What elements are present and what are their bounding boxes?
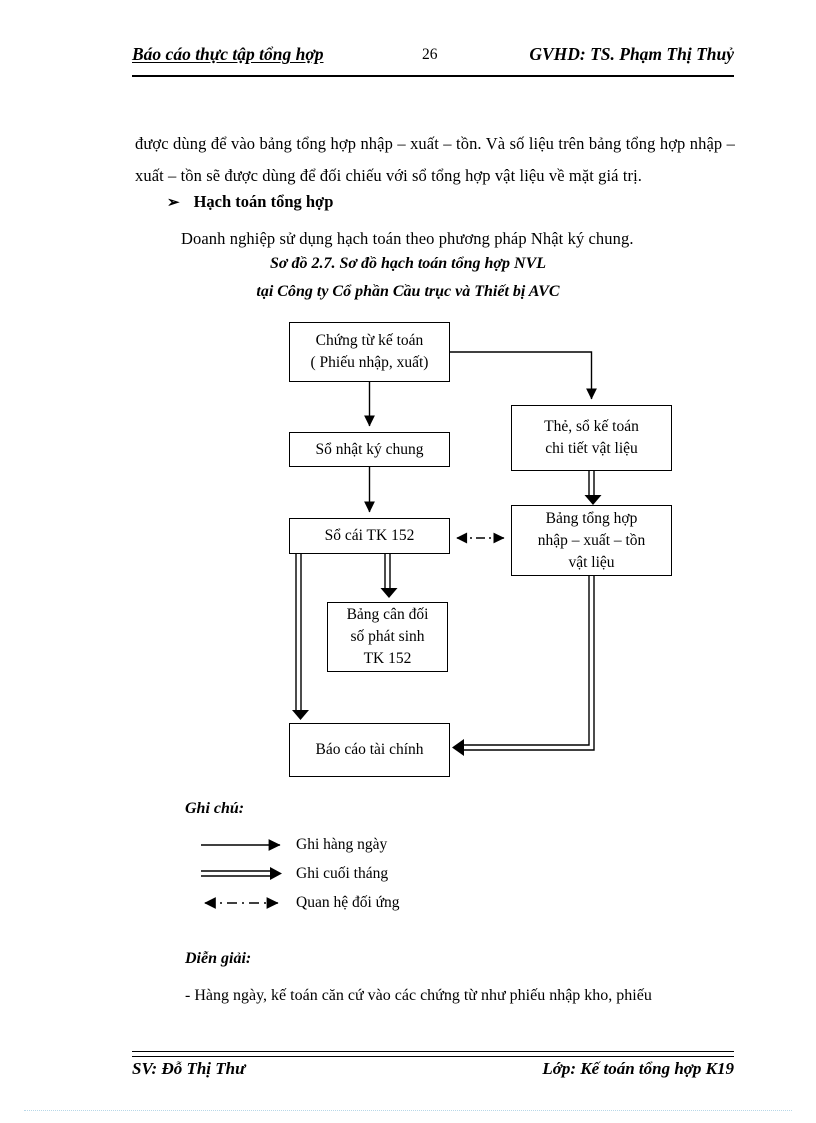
header-left-title: Báo cáo thực tập tổng hợp: [132, 44, 324, 64]
node-line: Sổ nhật ký chung: [315, 440, 424, 458]
edge-bangth-to-baocao-b: [462, 576, 595, 751]
node-line: Chứng từ kế toán: [315, 332, 424, 349]
figure-caption-line-2: tại Công ty Cổ phần Cầu trục và Thiết bị…: [256, 283, 560, 300]
node-line: vật liệu: [568, 553, 615, 571]
edge-socai-to-baocao-arrowhead: [292, 710, 309, 720]
page-number: 26: [422, 46, 438, 63]
dash-dot-bidirectional-arrow-icon: [204, 896, 279, 909]
edge-the-to-bangth-arrowhead: [584, 495, 602, 505]
legend-label: Ghi cuối tháng: [296, 864, 389, 882]
node-the-so-ke-toan: Thẻ, sổ kế toán chi tiết vật liệu: [511, 405, 672, 471]
node-chung-tu-ke-toan: Chứng từ kế toán ( Phiếu nhập, xuất): [289, 322, 450, 382]
legend-label: Quan hệ đối ứng: [296, 893, 400, 911]
bullet-heading-row: ➢ Hạch toán tổng hợp: [167, 192, 567, 212]
edge-socai-to-candoi-arrowhead: [380, 588, 398, 598]
figure-caption-line-1: Sơ đồ 2.7. Sơ đồ hạch toán tổng hợp NVL: [269, 255, 547, 272]
footer-divider-bottom: [132, 1056, 734, 1057]
legend-item-daily: Ghi hàng ngày: [185, 830, 525, 859]
node-line: TK 152: [363, 650, 412, 667]
node-line: Báo cáo tài chính: [315, 741, 424, 758]
node-so-cai-tk-152: Sổ cái TK 152: [289, 518, 450, 554]
node-line: ( Phiếu nhập, xuất): [310, 354, 429, 371]
edge-bangth-to-baocao-arrowhead: [452, 739, 464, 756]
footer-class-name: Lớp: Kế toán tổng hợp K19: [542, 1059, 734, 1078]
footer-student-name: SV: Đỗ Thị Thư: [132, 1059, 246, 1078]
node-so-nhat-ky-chung: Sổ nhật ký chung: [289, 432, 450, 467]
node-bang-can-doi: Bảng cân đối số phát sinh TK 152: [327, 602, 448, 672]
node-line: Bảng tổng hợp: [545, 509, 638, 527]
legend-title: Ghi chú:: [185, 800, 245, 817]
thin-arrow-icon: [201, 838, 281, 851]
node-bao-cao-tai-chinh: Báo cáo tài chính: [289, 723, 450, 777]
legend: Ghi chú: Ghi hàng ngày Ghi cuối tháng: [185, 800, 525, 917]
node-line: nhập – xuất – tồn: [537, 531, 646, 549]
edge-chungtu-to-the: [450, 351, 597, 400]
node-line: số phát sinh: [350, 628, 425, 645]
footer-divider-top: [132, 1051, 734, 1052]
header-divider: [132, 75, 734, 77]
edge-bangth-to-baocao-a: [462, 576, 590, 746]
explanation-title: Diễn giải:: [185, 950, 252, 967]
body-paragraph-2: Doanh nghiệp sử dụng hạch toán theo phươ…: [181, 229, 634, 248]
node-line: chi tiết vật liệu: [545, 440, 638, 457]
double-arrow-icon: [201, 866, 282, 880]
arrow-bullet-icon: ➢: [167, 195, 180, 211]
body-paragraph-1: được dùng để vào bảng tổng hợp nhập – xu…: [135, 134, 735, 185]
node-line: Bảng cân đối: [346, 606, 429, 623]
page-footer: SV: Đỗ Thị Thư Lớp: Kế toán tổng hợp K19: [132, 1059, 734, 1085]
explanation-text: - Hàng ngày, kế toán căn cứ vào các chứn…: [185, 987, 652, 1004]
bullet-heading-label: Hạch toán tổng hợp: [193, 192, 334, 211]
bottom-dotted-line: [24, 1110, 792, 1111]
node-bang-tong-hop: Bảng tổng hợp nhập – xuất – tồn vật liệu: [511, 505, 672, 576]
header-right-title: GVHD: TS. Phạm Thị Thuỷ: [529, 44, 734, 64]
legend-label: Ghi hàng ngày: [296, 835, 388, 853]
legend-item-correspondence: Quan hệ đối ứng: [185, 888, 525, 917]
legend-item-monthly: Ghi cuối tháng: [185, 859, 525, 888]
node-line: Thẻ, sổ kế toán: [544, 418, 639, 435]
page-header: Báo cáo thực tập tổng hợp 26 GVHD: TS. P…: [132, 44, 734, 74]
node-line: Sổ cái TK 152: [324, 527, 415, 544]
